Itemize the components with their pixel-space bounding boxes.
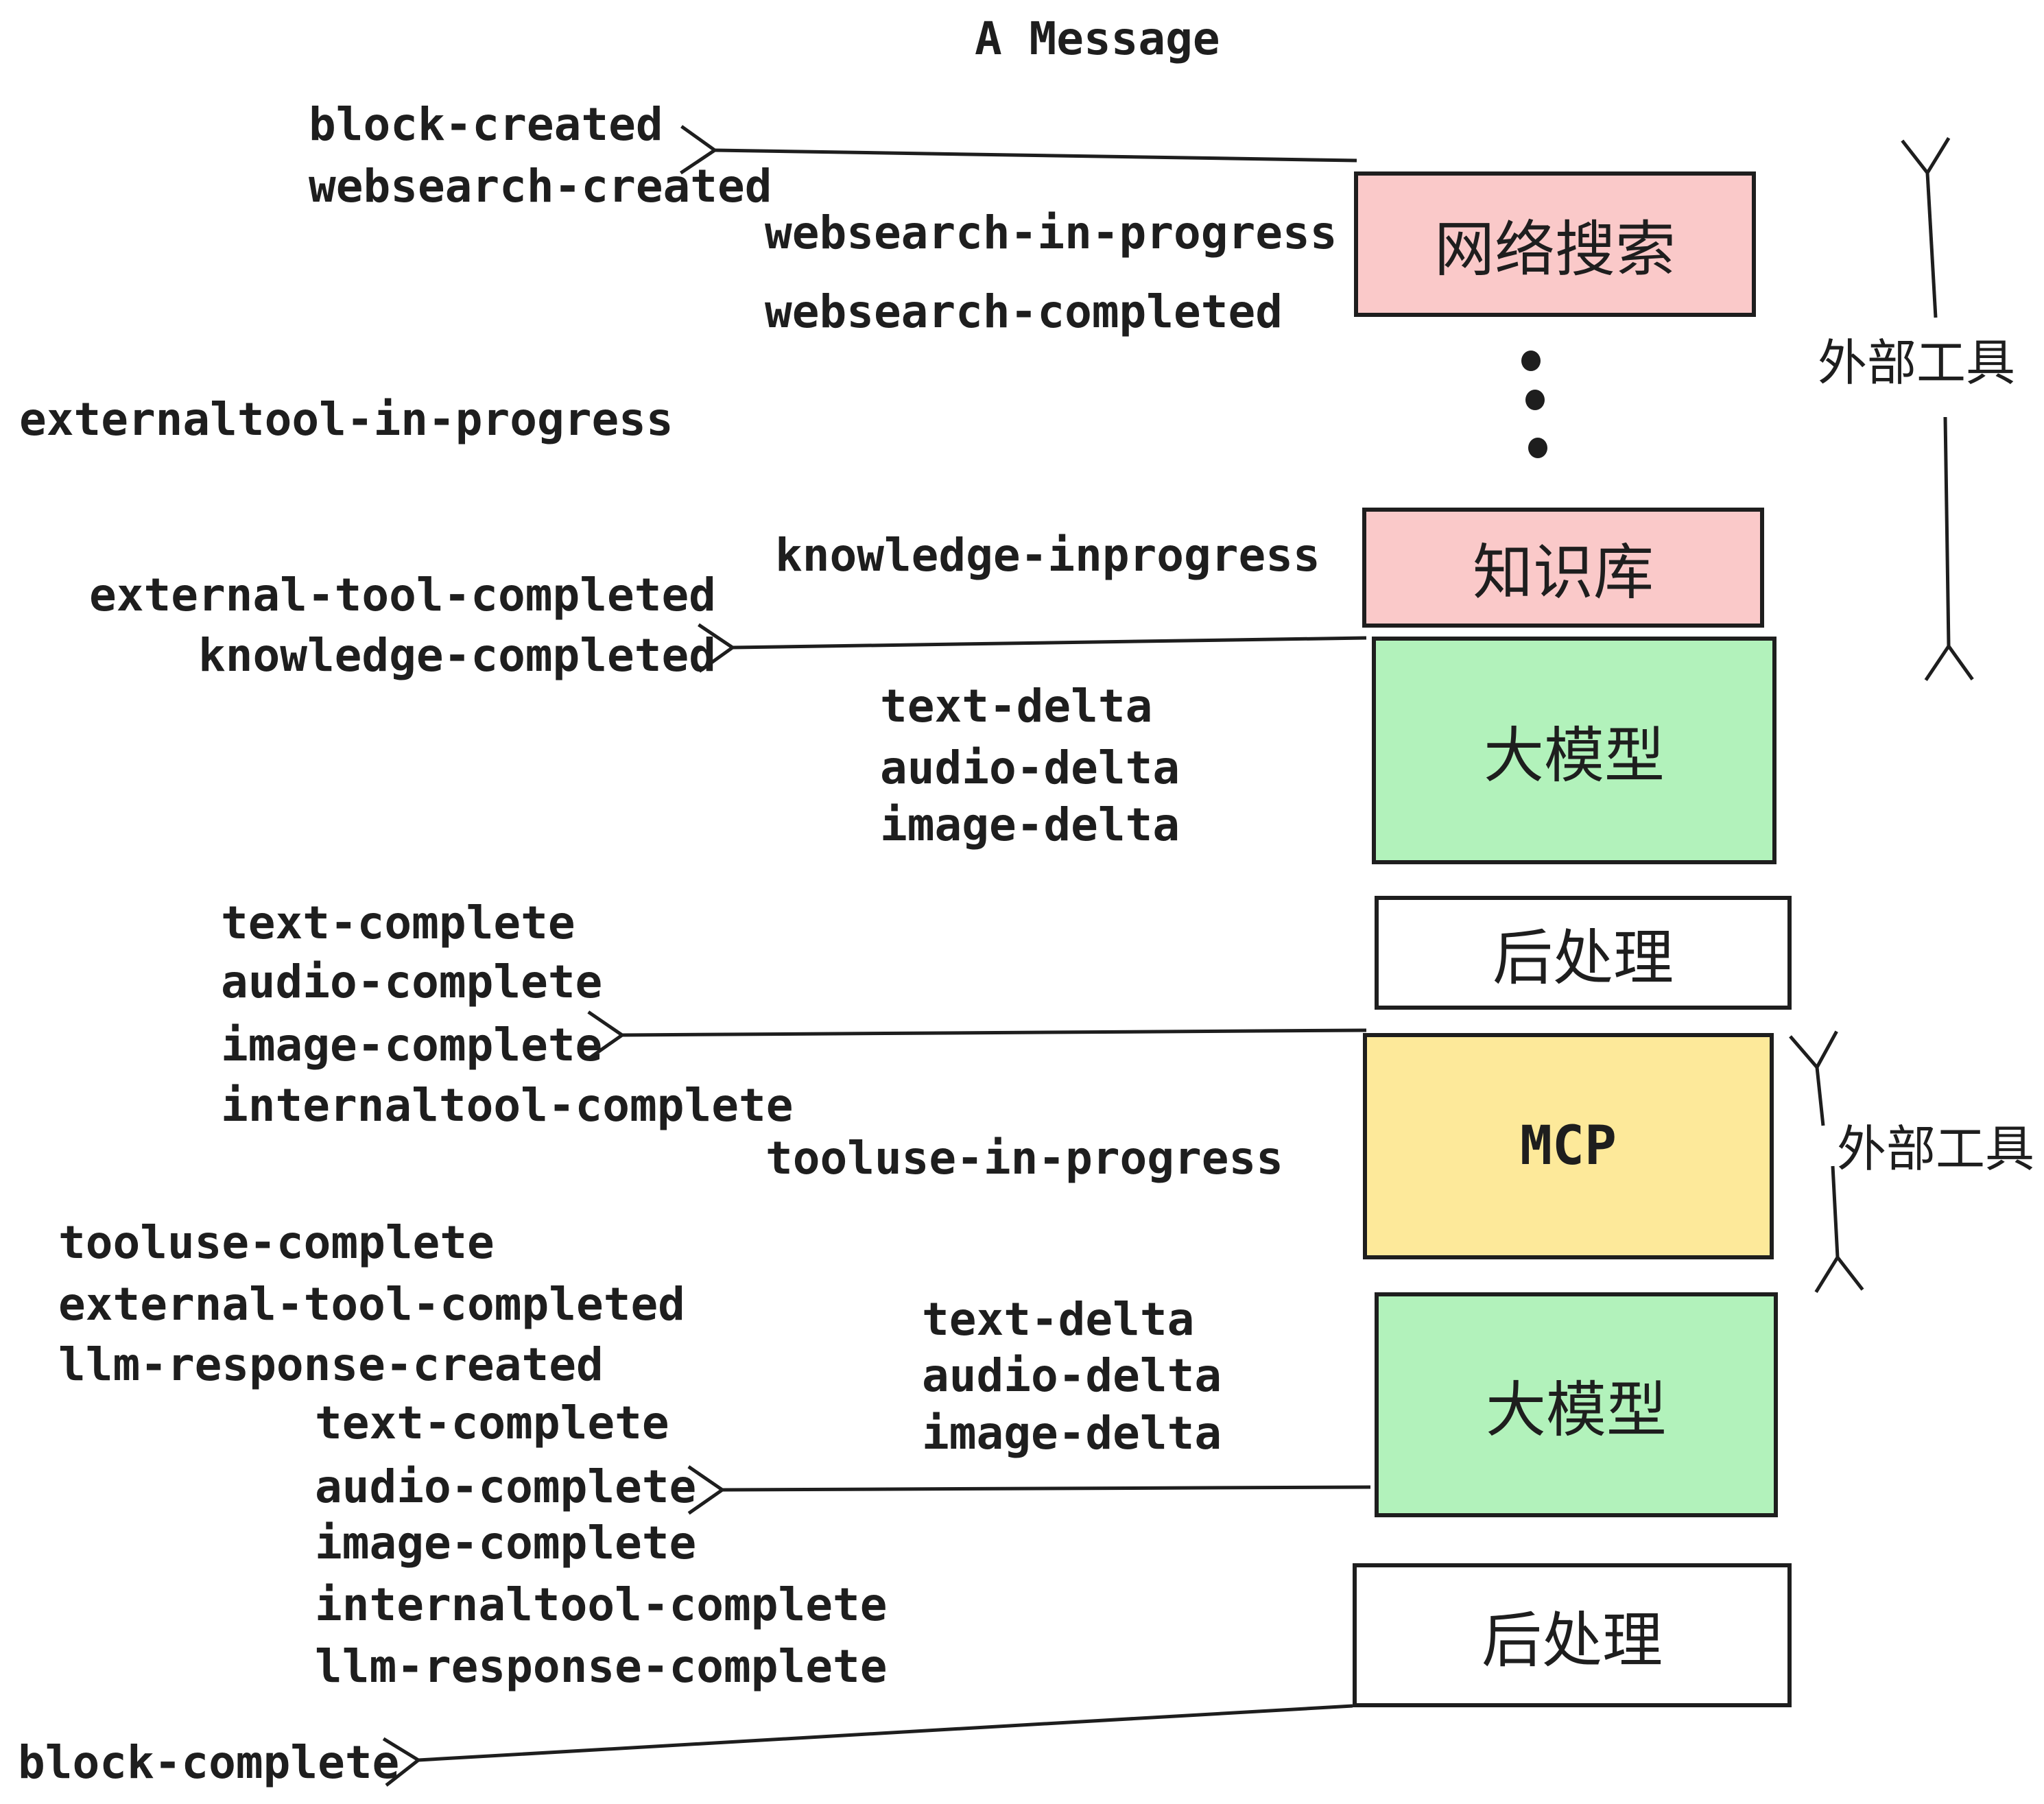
event-knowledge-completed: knowledge-completed	[198, 629, 716, 682]
event-image-delta-1: image-delta	[880, 798, 1180, 851]
event-tooluse-complete: tooluse-complete	[58, 1216, 495, 1269]
node-knowledge-base: 知识库	[1362, 508, 1764, 628]
arrow-mcp-to-image-complete	[622, 1030, 1367, 1035]
node-llm-2: 大模型	[1375, 1292, 1778, 1517]
event-external-tool-completed-2: external-tool-completed	[58, 1278, 685, 1331]
node-postprocess-1-label: 后处理	[1492, 923, 1674, 992]
event-internaltool-complete-2: internaltool-complete	[315, 1578, 888, 1631]
event-llm-response-created: llm-response-created	[58, 1338, 604, 1391]
side-label-external-tools-mid: 外部工具	[1837, 1122, 2035, 1177]
ellipsis-dot-1	[1521, 351, 1541, 371]
event-audio-complete-1: audio-complete	[221, 956, 603, 1008]
node-websearch: 网络搜索	[1354, 171, 1756, 317]
event-block-created: block-created	[309, 98, 663, 151]
node-llm-1-label: 大模型	[1483, 721, 1665, 790]
event-image-complete-2: image-complete	[315, 1517, 697, 1569]
node-postprocess-2: 后处理	[1353, 1563, 1792, 1707]
event-websearch-in-progress: websearch-in-progress	[765, 206, 1338, 259]
arrow-llm1-to-knowledge-completed	[733, 638, 1367, 648]
arrow-llm2-to-audio-complete	[722, 1487, 1371, 1490]
event-websearch-created: websearch-created	[309, 160, 772, 213]
node-mcp: MCP	[1363, 1033, 1774, 1259]
arrow-websearch-to-created	[715, 150, 1357, 161]
event-internaltool-complete-1: internaltool-complete	[221, 1079, 794, 1132]
node-postprocess-2-label: 后处理	[1481, 1606, 1663, 1674]
event-text-complete-1: text-complete	[221, 897, 575, 949]
arrow-external-tools-mid-down	[1833, 1165, 1838, 1257]
event-websearch-completed: websearch-completed	[765, 285, 1283, 338]
ellipsis-dot-2	[1525, 390, 1545, 410]
arrow-external-tools-top-down	[1945, 416, 1949, 646]
event-image-complete-1: image-complete	[221, 1019, 603, 1071]
event-llm-response-complete: llm-response-complete	[315, 1640, 888, 1693]
event-tooluse-in-progress: tooluse-in-progress	[765, 1132, 1283, 1185]
ellipsis-dot-3	[1528, 438, 1547, 458]
event-text-delta-2: text-delta	[922, 1293, 1195, 1346]
event-knowledge-inprogress: knowledge-inprogress	[775, 529, 1320, 582]
arrow-external-tools-mid-up	[1817, 1067, 1823, 1126]
node-knowledge-base-label: 知识库	[1472, 538, 1654, 606]
event-external-tool-completed-1: external-tool-completed	[89, 569, 716, 621]
event-image-delta-2: image-delta	[922, 1407, 1222, 1460]
node-mcp-label: MCP	[1520, 1115, 1617, 1177]
event-text-complete-2: text-complete	[315, 1397, 669, 1449]
event-block-complete: block-complete	[18, 1736, 400, 1789]
event-text-delta-1: text-delta	[880, 680, 1153, 733]
diagram-title: A Message	[975, 12, 1220, 65]
event-audio-complete-2: audio-complete	[315, 1460, 697, 1513]
arrow-external-tools-top-up	[1927, 173, 1936, 318]
event-audio-delta-2: audio-delta	[922, 1349, 1222, 1402]
node-websearch-label: 网络搜索	[1434, 215, 1676, 283]
node-llm-1: 大模型	[1372, 637, 1776, 864]
node-postprocess-1: 后处理	[1375, 896, 1792, 1010]
event-externaltool-in-progress: externaltool-in-progress	[19, 393, 674, 446]
event-audio-delta-1: audio-delta	[880, 741, 1180, 794]
side-label-external-tools-top: 外部工具	[1818, 336, 2016, 391]
node-llm-2-label: 大模型	[1485, 1375, 1667, 1444]
arrow-postprocess2-to-block-complete	[418, 1704, 1353, 1760]
